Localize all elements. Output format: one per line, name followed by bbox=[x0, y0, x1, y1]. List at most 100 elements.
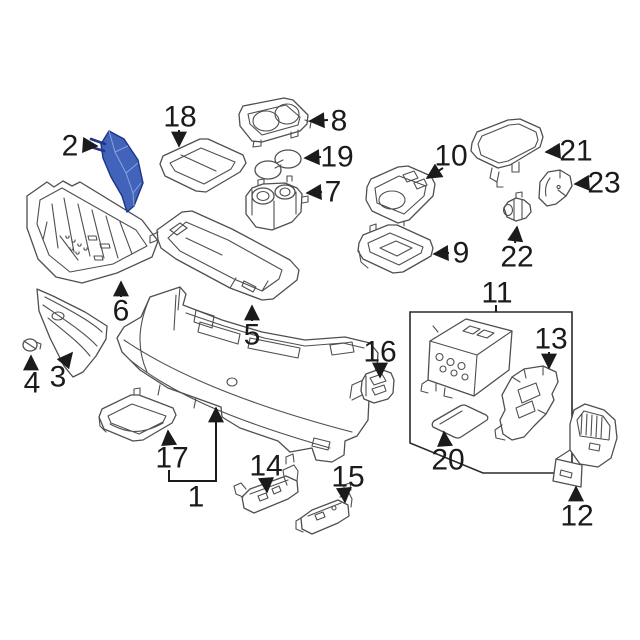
part-outline bbox=[36, 288, 108, 378]
callout-15-label: 15 bbox=[331, 461, 364, 494]
callout-19: 19 bbox=[303, 141, 354, 174]
callout-3-label: 3 bbox=[50, 361, 67, 394]
part-detail bbox=[420, 325, 513, 399]
callout-20-arrow bbox=[437, 430, 454, 447]
part-detail bbox=[233, 453, 299, 502]
callout-11: 11 bbox=[481, 277, 513, 312]
callout-7-label: 7 bbox=[325, 176, 342, 209]
callout-23-label: 23 bbox=[587, 167, 620, 200]
cup-opening bbox=[274, 103, 300, 125]
callout-14: 14 bbox=[249, 450, 283, 494]
part-outline bbox=[156, 210, 300, 301]
part-detail bbox=[513, 191, 523, 221]
part-16-rear-outlet bbox=[360, 368, 395, 404]
part-20-insulator-pad bbox=[431, 404, 489, 439]
part-17-front-tray bbox=[98, 387, 177, 442]
console-grommet bbox=[226, 377, 238, 387]
part-detail bbox=[36, 187, 148, 273]
callout-21-arrow bbox=[544, 142, 561, 159]
part-outline bbox=[431, 404, 489, 439]
callout-8-label: 8 bbox=[331, 105, 348, 138]
part-22-latch bbox=[502, 191, 532, 222]
part-outline bbox=[365, 165, 436, 224]
part-outline bbox=[499, 365, 559, 441]
callout-1: 1 bbox=[168, 406, 224, 514]
part-11-control-module bbox=[420, 318, 513, 399]
part-9-storage-bin bbox=[357, 223, 434, 274]
panel-hole bbox=[51, 311, 65, 321]
callout-10-arrow bbox=[425, 163, 444, 179]
callout-8: 8 bbox=[308, 105, 348, 138]
part-10-shifter-cover bbox=[365, 165, 436, 227]
part-13-mounting-bracket bbox=[494, 365, 559, 441]
part-detail bbox=[247, 104, 312, 148]
part-23-hinge-cover bbox=[538, 169, 573, 207]
callout-19-arrow bbox=[303, 149, 322, 166]
callout-5: 5 bbox=[244, 304, 261, 352]
callout-5-label: 5 bbox=[244, 319, 261, 352]
callout-21-label: 21 bbox=[559, 135, 592, 168]
part-1-console-body bbox=[116, 286, 379, 463]
part-detail bbox=[439, 410, 463, 425]
callout-18-label: 18 bbox=[163, 101, 196, 134]
latch-face bbox=[502, 203, 514, 217]
part-detail bbox=[544, 169, 567, 197]
part-detail bbox=[42, 296, 103, 357]
module-knobs bbox=[435, 352, 469, 381]
callout-9: 9 bbox=[432, 237, 470, 270]
callout-13: 13 bbox=[534, 323, 568, 370]
part-8-cupholder-bezel bbox=[238, 97, 312, 148]
callout-17-label: 17 bbox=[155, 442, 188, 475]
callout-17: 17 bbox=[155, 429, 189, 475]
callout-18: 18 bbox=[163, 101, 197, 148]
callout-1-arrow bbox=[168, 406, 224, 482]
cup-well bbox=[274, 184, 296, 200]
callout-15: 15 bbox=[331, 461, 365, 504]
callout-10: 10 bbox=[425, 140, 468, 179]
part-detail bbox=[149, 221, 283, 293]
callout-23-arrow bbox=[573, 174, 590, 191]
part-outline bbox=[427, 318, 513, 397]
part-detail bbox=[477, 123, 539, 188]
callout-3-arrow bbox=[56, 351, 74, 370]
callout-12-label: 12 bbox=[560, 500, 593, 533]
cup-well bbox=[251, 187, 275, 205]
part-detail bbox=[494, 365, 547, 441]
callout-22-arrow bbox=[507, 225, 524, 244]
callout-9-arrow bbox=[432, 245, 450, 262]
callout-8-arrow bbox=[308, 112, 329, 129]
part-18-bin-tray bbox=[159, 138, 247, 193]
callout-1-label: 1 bbox=[188, 481, 205, 514]
part-outline bbox=[98, 394, 177, 442]
callout-2: 2 bbox=[62, 130, 99, 163]
callout-23: 23 bbox=[573, 167, 621, 200]
callout-7-arrow bbox=[305, 184, 323, 201]
callout-21: 21 bbox=[544, 135, 593, 168]
callout-22-label: 22 bbox=[500, 241, 533, 274]
callout-9-label: 9 bbox=[453, 237, 470, 270]
part-detail bbox=[98, 387, 167, 435]
part-detail bbox=[374, 170, 428, 227]
callout-15-arrow bbox=[335, 487, 352, 504]
liner-circle bbox=[274, 149, 302, 169]
callout-2-arrow bbox=[82, 136, 99, 153]
part-3-side-panel bbox=[36, 288, 108, 378]
callout-20-label: 20 bbox=[431, 444, 464, 477]
part-outline bbox=[470, 118, 544, 169]
callout-14-label: 14 bbox=[249, 450, 282, 483]
part-facets bbox=[108, 130, 142, 207]
callout-13-label: 13 bbox=[534, 323, 567, 356]
callout-4-label: 4 bbox=[24, 367, 41, 400]
callout-3: 3 bbox=[50, 351, 74, 394]
callout-4: 4 bbox=[23, 354, 41, 400]
part-4-clip bbox=[22, 338, 42, 352]
callout-10-label: 10 bbox=[434, 140, 467, 173]
callout-16-label: 16 bbox=[363, 336, 396, 369]
group-11-box bbox=[409, 311, 573, 474]
cover-opening bbox=[378, 190, 406, 210]
callout-11-label: 11 bbox=[481, 277, 512, 310]
callout-6: 6 bbox=[113, 280, 129, 328]
part-outline bbox=[116, 286, 379, 463]
part-19-cupholder-liner bbox=[254, 149, 302, 180]
